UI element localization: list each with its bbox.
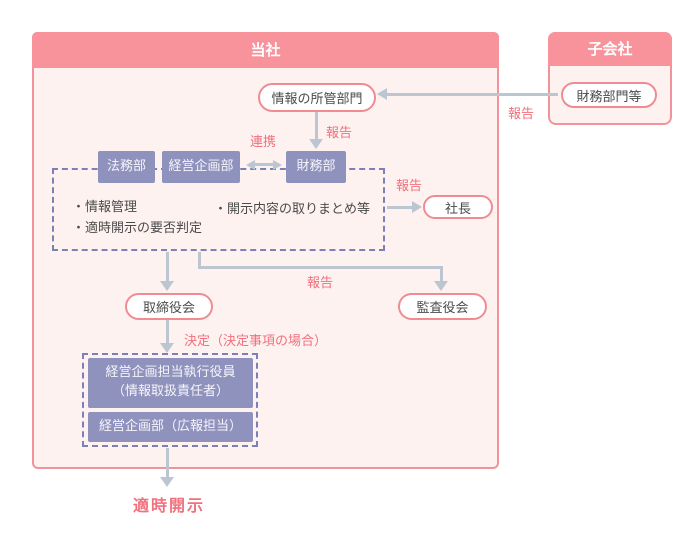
double-arrow-right-icon (273, 160, 282, 170)
info-dept-node: 情報の所管部門 (258, 83, 376, 112)
arrow-to-disclosure-line (166, 448, 169, 478)
arrow-to-president-line (387, 206, 413, 209)
timely-disclosure-label: 適時開示 (132, 496, 205, 515)
pr-dept-node: 経営企画部（広報担当） (88, 412, 253, 442)
arrow-to-audit-line-v2 (440, 266, 443, 282)
exec-officer-line1: 経営企画担当執行役員 (105, 365, 236, 381)
arrowhead-down-icon (309, 139, 323, 149)
arrowhead-right-icon (412, 201, 422, 213)
task-item-disclosure-judgement: ・適時開示の要否判定 (72, 221, 203, 236)
arrow-board-to-officer-line (166, 320, 169, 344)
report-from-subsidiary-label: 報告 (508, 107, 535, 122)
planning-dept-node: 経営企画部 (162, 151, 240, 183)
exec-officer-line2: （情報取扱責任者） (111, 384, 229, 399)
arrowhead-left-icon (377, 88, 387, 100)
exec-officer-node: 経営企画担当執行役員 （情報取扱責任者） (88, 358, 253, 408)
company-header: 当社 (32, 32, 499, 68)
arrow-to-audit-line-v1 (198, 252, 201, 269)
arrowhead-down-icon (160, 281, 174, 291)
arrow-to-audit-line-h (198, 266, 443, 269)
cooperation-label: 連携 (250, 135, 277, 150)
arrowhead-down-icon (434, 281, 448, 291)
finance-dept-node: 財務部 (286, 151, 346, 183)
officer-dashed-box (82, 353, 258, 447)
arrow-subsidiary-report-line (387, 93, 558, 96)
company-title: 当社 (250, 41, 281, 59)
subsidiary-header: 子会社 (548, 32, 672, 66)
arrowhead-down-icon (160, 477, 174, 487)
decision-label: 決定（決定事項の場合） (184, 334, 328, 349)
report-to-president-label: 報告 (396, 179, 423, 194)
arrowhead-down-icon (160, 343, 174, 353)
arrow-info-to-finance-line (315, 112, 318, 140)
legal-dept-node: 法務部 (98, 151, 155, 183)
double-arrow-left-icon (246, 160, 255, 170)
cooperation-arrow-bar (254, 163, 274, 166)
audit-board-node: 監査役会 (398, 293, 487, 320)
president-node: 社長 (423, 195, 493, 219)
board-node: 取締役会 (125, 293, 213, 320)
subsidiary-dept-node: 財務部門等 (561, 82, 657, 108)
arrow-to-board-line (166, 252, 169, 282)
report-to-audit-label: 報告 (307, 276, 334, 291)
task-item-content-compilation: ・開示内容の取りまとめ等 (214, 202, 371, 217)
task-item-info-management: ・情報管理 (72, 200, 138, 215)
report-to-finance-label: 報告 (326, 126, 353, 141)
subsidiary-title: 子会社 (587, 40, 633, 58)
